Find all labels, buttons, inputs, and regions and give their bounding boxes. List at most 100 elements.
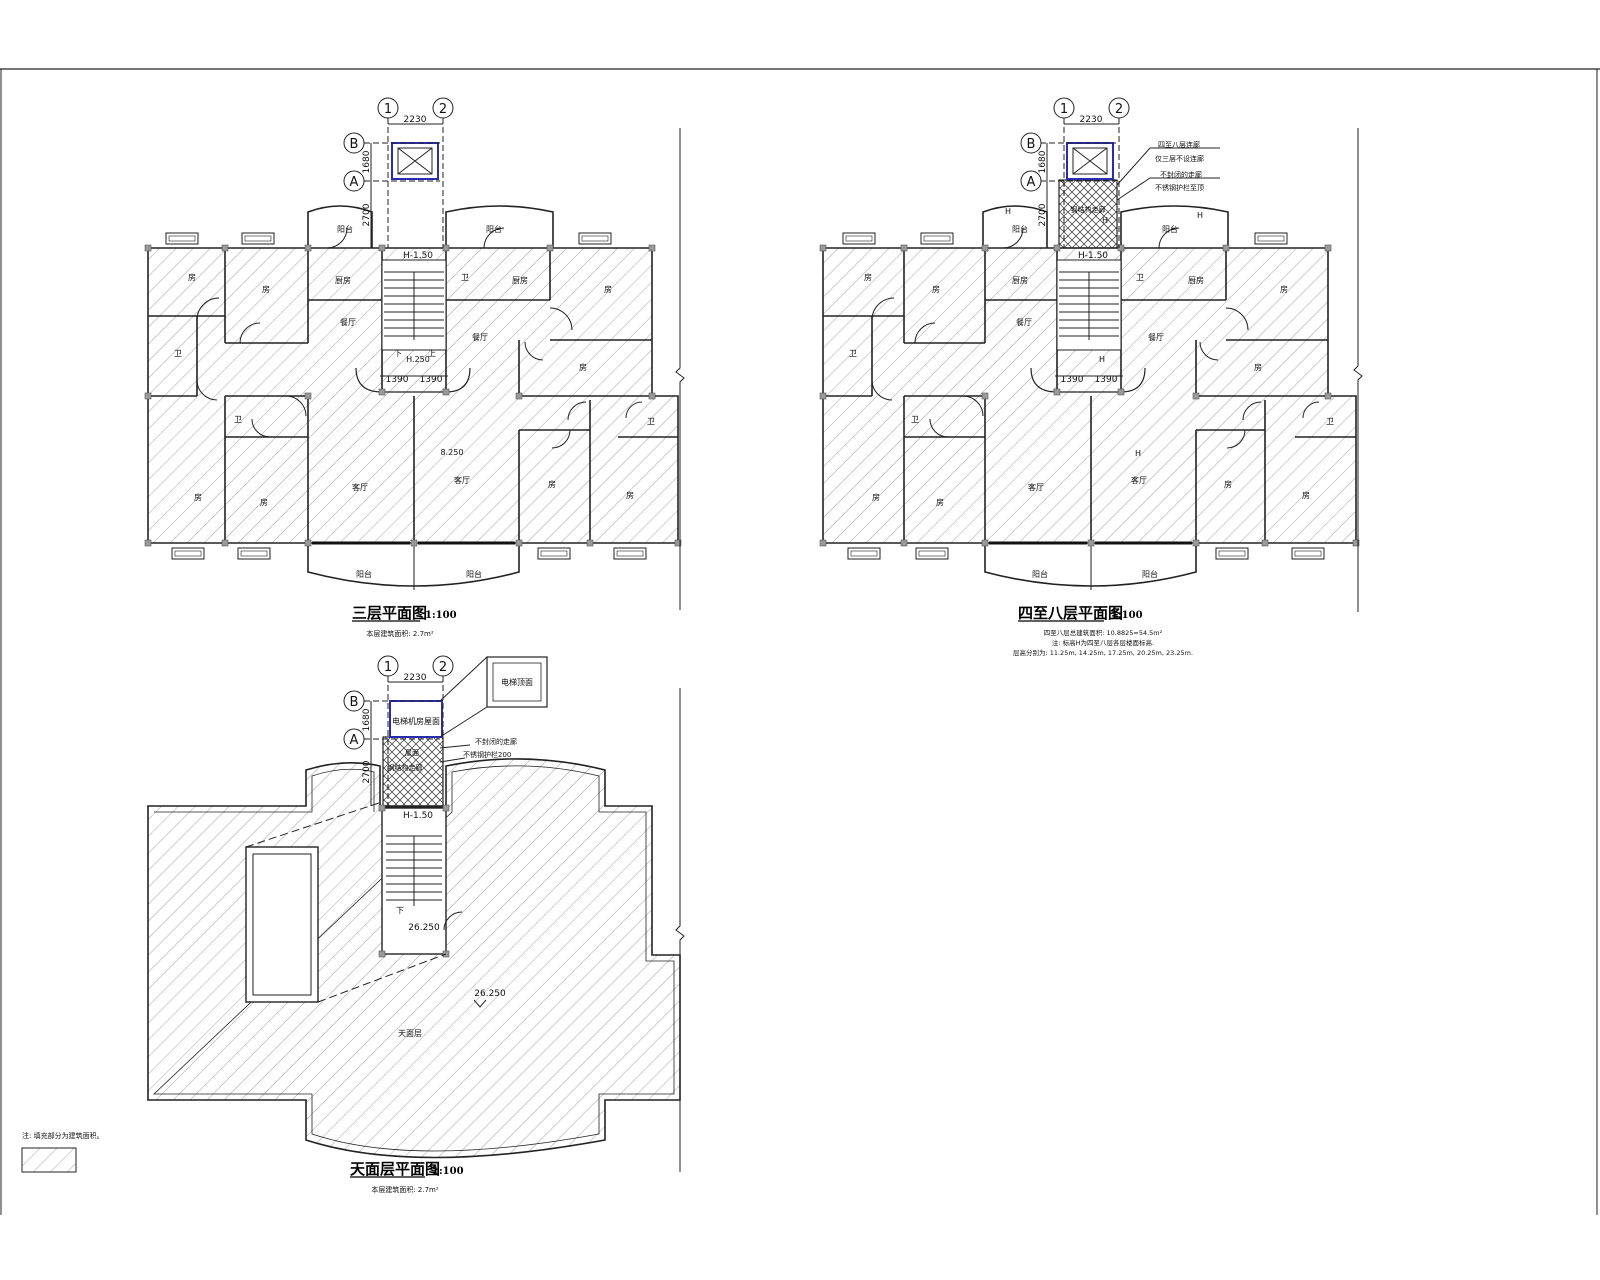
typical-north-bay-right [1120, 205, 1229, 248]
axis-bubble-2 [432, 655, 454, 677]
callout: 不锈钢护栏200 [463, 750, 511, 759]
dim-2700: 2700 [1038, 203, 1048, 226]
typical-floor-note: 四至八层总建筑面积: 10.8825=54.5m² [1044, 628, 1163, 637]
axis-label-a: A [1027, 175, 1036, 190]
room-label: 卫 [849, 349, 857, 358]
typical-callout-leaders [1116, 147, 1220, 201]
level-h: H [1005, 207, 1011, 216]
room-label: 餐厅 [472, 333, 488, 342]
elevator-top-detail [486, 656, 548, 708]
room-label: 餐厅 [1148, 333, 1164, 342]
level-26250: 26.250 [408, 923, 440, 933]
room-label: 厨房 [512, 275, 528, 285]
axis-label-2: 2 [1115, 102, 1123, 117]
axis-label-b: B [350, 137, 359, 152]
legend-hatch-swatch [21, 1147, 77, 1173]
typical-floor-note: 注: 标高H为四至八层各层楼面标高. [1052, 638, 1154, 647]
room-label: 阳台 [356, 569, 372, 579]
callout: 不封闭的走廊 [1160, 170, 1202, 179]
level-h250: H.250 [406, 355, 430, 364]
axis-label-2: 2 [439, 102, 447, 117]
room-label: 房 [1254, 362, 1262, 372]
axis-bubble-a [343, 728, 365, 750]
roof-axis-lines [364, 676, 444, 806]
room-label: 阳台 [1032, 569, 1048, 579]
third-floor-scale: 1:100 [425, 610, 457, 621]
room-label: 卫 [461, 273, 469, 282]
dim-1390-left: 1390 [1061, 375, 1084, 385]
room-label: 厨房 [335, 275, 351, 285]
dim-2230: 2230 [404, 673, 427, 683]
room-label: 房 [262, 284, 270, 294]
dim-1680: 1680 [1038, 150, 1048, 173]
roof-title: 天面层平面图 [350, 1160, 440, 1178]
room-label: 餐厅 [1016, 318, 1032, 327]
room-label: 房 [579, 362, 587, 372]
roof-label: 屋面 [405, 749, 419, 757]
dim-2700: 2700 [362, 760, 372, 783]
third-floor-room-labels: 房 房 厨房 餐厅 卫 卫 厨房 房 餐厅 房 卫 卫 房 房 客厅 客厅 房 … [174, 224, 655, 579]
break-line [675, 688, 685, 1172]
axis-bubble-2 [1108, 97, 1130, 119]
callout: 不封闭的走廊 [475, 737, 517, 746]
callout: 四至八层连廊 [1158, 140, 1200, 149]
third-floor-note: 本层建筑面积: 2.7m² [366, 629, 434, 638]
dim-1390-right: 1390 [420, 375, 443, 385]
callout: 不锈钢护栏至顶 [1155, 183, 1204, 192]
dim-1680: 1680 [362, 708, 372, 731]
axis-bubble-b [1020, 132, 1042, 154]
stair-down: 下 [396, 906, 404, 915]
room-label: 房 [604, 284, 612, 294]
room-label: 房 [188, 272, 196, 282]
level-h150: H-1.50 [1078, 251, 1108, 261]
legend-note: 注: 填充部分为建筑面积。 [22, 1131, 104, 1140]
third-floor-axis-lines [364, 118, 444, 248]
level-h: H [1135, 449, 1141, 458]
third-floor-footprint [147, 247, 679, 544]
callout: 仅三层不设连廊 [1155, 154, 1204, 163]
axis-label-a: A [350, 175, 359, 190]
third-floor-plan: 1 2 B A 2230 1680 2700 1390 1390 H-1.50 … [144, 97, 685, 638]
typical-floor-room-labels: 房 房 厨房 餐厅 卫 卫 厨房 房 餐厅 房 卫 卫 房 房 客厅 客厅 房 … [849, 224, 1334, 579]
room-label: 房 [260, 497, 268, 507]
dim-2230: 2230 [1080, 115, 1103, 125]
corridor-label: 钢结构走廊 [1071, 205, 1106, 214]
third-floor-columns [144, 244, 682, 547]
room-label: 房 [936, 497, 944, 507]
axis-bubble-2 [432, 97, 454, 119]
axis-bubble-1 [1053, 97, 1075, 119]
room-label: 房 [1302, 490, 1310, 500]
third-floor-walls [148, 248, 678, 543]
typical-floor-doors [871, 227, 1320, 449]
room-label: 房 [626, 490, 634, 500]
room-label: 房 [548, 479, 556, 489]
break-line [1353, 128, 1363, 612]
break-line [675, 128, 685, 610]
roof-callout-leaders [439, 744, 471, 763]
steel-corridor [1058, 179, 1118, 249]
roof-skylight [245, 846, 319, 1003]
third-floor-stair [355, 259, 471, 393]
level-h150: H-1.50 [403, 811, 433, 821]
room-label: 阳台 [1162, 224, 1178, 234]
typical-floor-stair [1030, 259, 1146, 393]
typical-floor-columns [819, 244, 1360, 547]
dim-1390-left: 1390 [386, 375, 409, 385]
room-label: 客厅 [454, 475, 470, 485]
axis-label-2: 2 [439, 660, 447, 675]
hatch-legend: 注: 填充部分为建筑面积。 [21, 1131, 104, 1173]
room-label: 房 [932, 284, 940, 294]
third-floor-doors [196, 227, 643, 449]
axis-bubble-b [343, 132, 365, 154]
room-label: 阳台 [337, 224, 353, 234]
level-h: H [1099, 355, 1105, 364]
roof-plan: 钢结构走廊 屋面 电梯机房屋面 电梯顶面 [147, 655, 685, 1194]
stair-up: 上 [428, 349, 436, 358]
corridor-label: 钢结构走廊 [388, 763, 423, 772]
room-label: 阳台 [1142, 569, 1158, 579]
level-26250: 26.250 [474, 989, 506, 999]
elevator-room-label: 电梯机房屋面 [392, 716, 440, 726]
level-8250: 8.250 [441, 448, 464, 457]
axis-label-1: 1 [1060, 102, 1068, 117]
